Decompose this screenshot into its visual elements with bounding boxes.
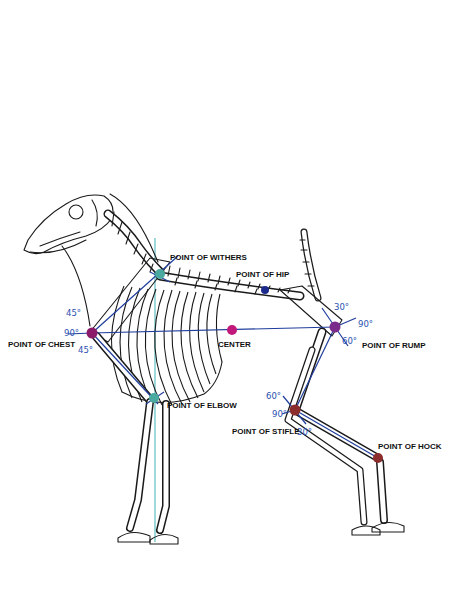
center-dot <box>227 325 237 335</box>
angle-value: 45° <box>78 346 93 355</box>
elbow-dot <box>149 393 159 403</box>
angle-value: 30° <box>297 428 312 437</box>
angle-guide-lines <box>68 256 378 458</box>
point-label: POINT OF HOCK <box>378 443 442 451</box>
point-label: CENTER <box>218 341 251 349</box>
angle-value: 60° <box>342 337 357 346</box>
angle-value: 90° <box>272 410 287 419</box>
hock-dot <box>373 453 383 463</box>
ribcage <box>111 286 222 405</box>
angle-value: 60° <box>266 392 281 401</box>
angle-value: 90° <box>64 329 79 338</box>
point-label: POINT OF WITHERS <box>170 254 247 262</box>
angle-value: 30° <box>334 303 349 312</box>
angle-value: 45° <box>66 309 81 318</box>
stifle-dot <box>290 405 301 416</box>
skull <box>24 195 113 254</box>
chest-dot <box>87 328 98 339</box>
point-label: POINT OF ELBOW <box>167 402 237 410</box>
front-limb <box>90 258 178 544</box>
hip-dot <box>261 286 269 294</box>
point-label: POINT OF RUMP <box>362 342 426 350</box>
hind-limb <box>280 286 404 535</box>
withers-dot <box>155 269 165 279</box>
rump-dot <box>330 322 341 333</box>
point-label: POINT OF STIFLE <box>232 428 300 436</box>
point-label: POINT OF CHEST <box>8 341 75 349</box>
anatomical-points <box>87 269 384 463</box>
spine <box>160 232 318 298</box>
point-label: POINT OF HIP <box>236 271 289 279</box>
angle-value: 90° <box>358 320 373 329</box>
